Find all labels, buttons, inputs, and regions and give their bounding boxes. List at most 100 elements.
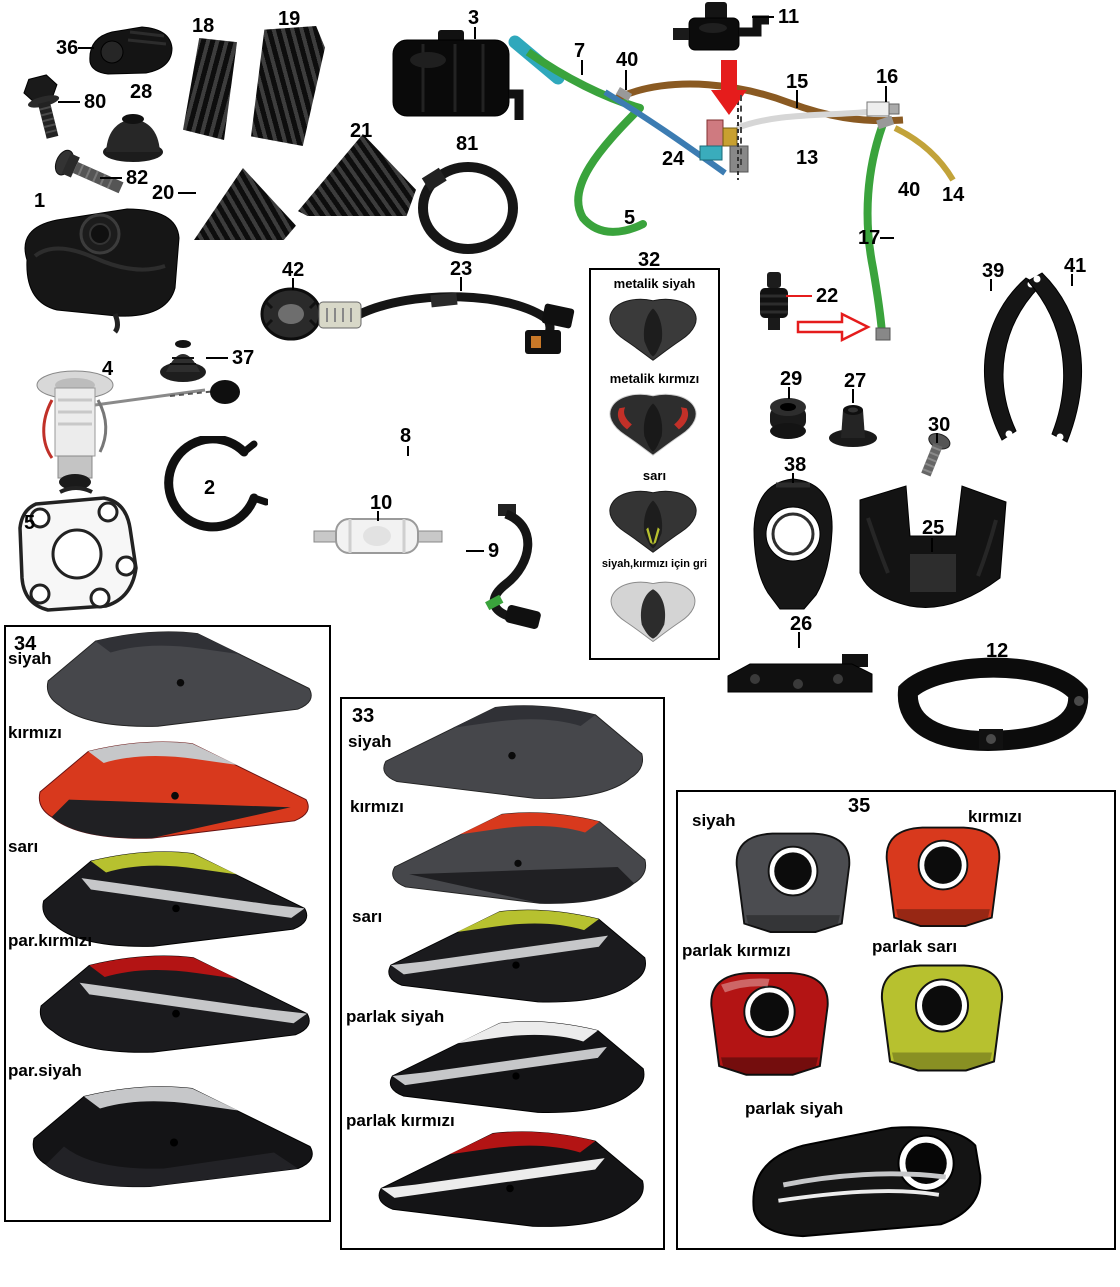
leader-line (931, 538, 933, 552)
leader-line (788, 387, 790, 399)
cover35-label-gloss-black: parlak siyah (745, 1099, 844, 1118)
callout-81: 81 (456, 133, 479, 155)
tank-cover-35-red (885, 826, 1001, 927)
tank-pad-gray (610, 581, 696, 643)
callout-37: 37 (232, 347, 255, 369)
panel33-label-gloss-black: parlak siyah (346, 1007, 445, 1026)
leader-line (990, 279, 992, 291)
pad-label-metallic-black: metalik siyah (613, 276, 696, 291)
spacer-42 (260, 287, 322, 341)
leader-line (885, 86, 887, 102)
callout-9: 9 (488, 540, 500, 562)
callout-25: 25 (922, 517, 945, 539)
callout-20: 20 (152, 182, 175, 204)
leader-line (852, 389, 854, 403)
side-panel-33-yellow (388, 909, 646, 1003)
callout-19: 19 (278, 8, 301, 30)
panel34-label-gloss-red: par.kırmızı (8, 931, 93, 950)
rubber-cap-28 (103, 114, 163, 162)
side-panel-34-black (46, 631, 312, 727)
side-panel-33-gloss-black (389, 1021, 645, 1113)
leader-line (625, 70, 627, 90)
fuel-tank-1 (24, 208, 180, 334)
bolt-82 (54, 149, 124, 194)
leader-line (206, 357, 228, 359)
leader-line (58, 101, 80, 103)
grommet-27 (829, 405, 877, 447)
callout-11: 11 (778, 6, 800, 28)
leader-line (936, 433, 938, 443)
pad-label-metallic-red: metalik kırmızı (609, 371, 700, 386)
callout-4: 4 (102, 358, 114, 380)
cover35-label-gloss-red: parlak kırmızı (682, 941, 791, 960)
callout-21: 21 (350, 120, 373, 142)
tank-cover-35-black (735, 832, 851, 933)
leader-line (581, 60, 583, 75)
tank-cover-35-gloss-black (752, 1126, 982, 1238)
rear-cover-25 (859, 485, 1007, 608)
fuel-filter-10 (313, 518, 443, 554)
tank-pad-metallic-red (609, 393, 697, 456)
leader-line (1071, 274, 1073, 286)
clamp-ring-81 (418, 162, 518, 254)
wiring-harness-23 (318, 292, 575, 354)
leader-line (178, 192, 196, 194)
callout-40b: 40 (898, 179, 921, 201)
callout-18: 18 (192, 15, 215, 37)
clamp-band-2 (164, 436, 268, 532)
callout-7: 7 (574, 40, 586, 62)
callout-32: 32 (638, 249, 661, 271)
leader-line (880, 237, 894, 239)
leader-line (474, 27, 476, 39)
mount-plate-5 (18, 486, 138, 612)
callout-39: 39 (982, 260, 1005, 282)
panel34-label-red: kırmızı (8, 723, 62, 742)
leader-line (407, 446, 409, 456)
callout-27: 27 (844, 370, 867, 392)
side-panel-34-gloss-black (32, 1086, 313, 1188)
leader-line (292, 278, 294, 290)
sensor-part-illustration (89, 26, 173, 75)
leader-line (752, 16, 774, 18)
rubber-pad-18 (183, 38, 237, 140)
bracket-26 (727, 654, 873, 693)
callout-33: 33 (352, 705, 375, 727)
side-panel-33-gloss-red (378, 1131, 644, 1227)
side-panel-33-black (383, 705, 643, 799)
sensor-22 (760, 272, 788, 330)
panel33-label-gloss-red: parlak kırmızı (346, 1111, 455, 1130)
callout-22: 22 (816, 285, 839, 307)
fuel-pump-4 (36, 370, 240, 490)
purge-valve-11 (673, 2, 769, 51)
cover35-label-gloss-yellow: parlak sarı (872, 937, 958, 956)
pad-label-yellow: sarı (642, 468, 667, 483)
callout-15: 15 (786, 71, 809, 93)
callout-13: 13 (796, 147, 819, 169)
callout-82: 82 (126, 167, 149, 189)
callout-14: 14 (942, 184, 965, 206)
callout-28: 28 (130, 81, 153, 103)
grommet-29 (770, 398, 806, 439)
hose-9 (485, 504, 541, 629)
leader-line (466, 550, 484, 552)
callout-80: 80 (84, 91, 107, 113)
callout-17: 17 (858, 227, 881, 249)
side-panel-34-gloss-red (39, 955, 310, 1053)
callout-41: 41 (1064, 255, 1087, 277)
bolt-80 (23, 74, 60, 139)
cover35-label-black: siyah (692, 811, 736, 830)
callout-26: 26 (790, 613, 813, 635)
panel34-label-black: siyah (8, 649, 52, 668)
leader-line (740, 95, 742, 165)
callout-2: 2 (204, 477, 216, 499)
side-panel-33-red (392, 812, 647, 904)
cover35-label-red: kırmızı (968, 807, 1022, 826)
callout-3: 3 (468, 7, 480, 29)
callout-24: 24 (662, 148, 685, 170)
leader-line (377, 511, 379, 521)
callout-12: 12 (986, 640, 1009, 662)
leader-line (460, 277, 462, 291)
callout-5a: 5 (624, 207, 636, 229)
side-panel-34-yellow (42, 851, 308, 947)
callout-38: 38 (784, 454, 807, 476)
